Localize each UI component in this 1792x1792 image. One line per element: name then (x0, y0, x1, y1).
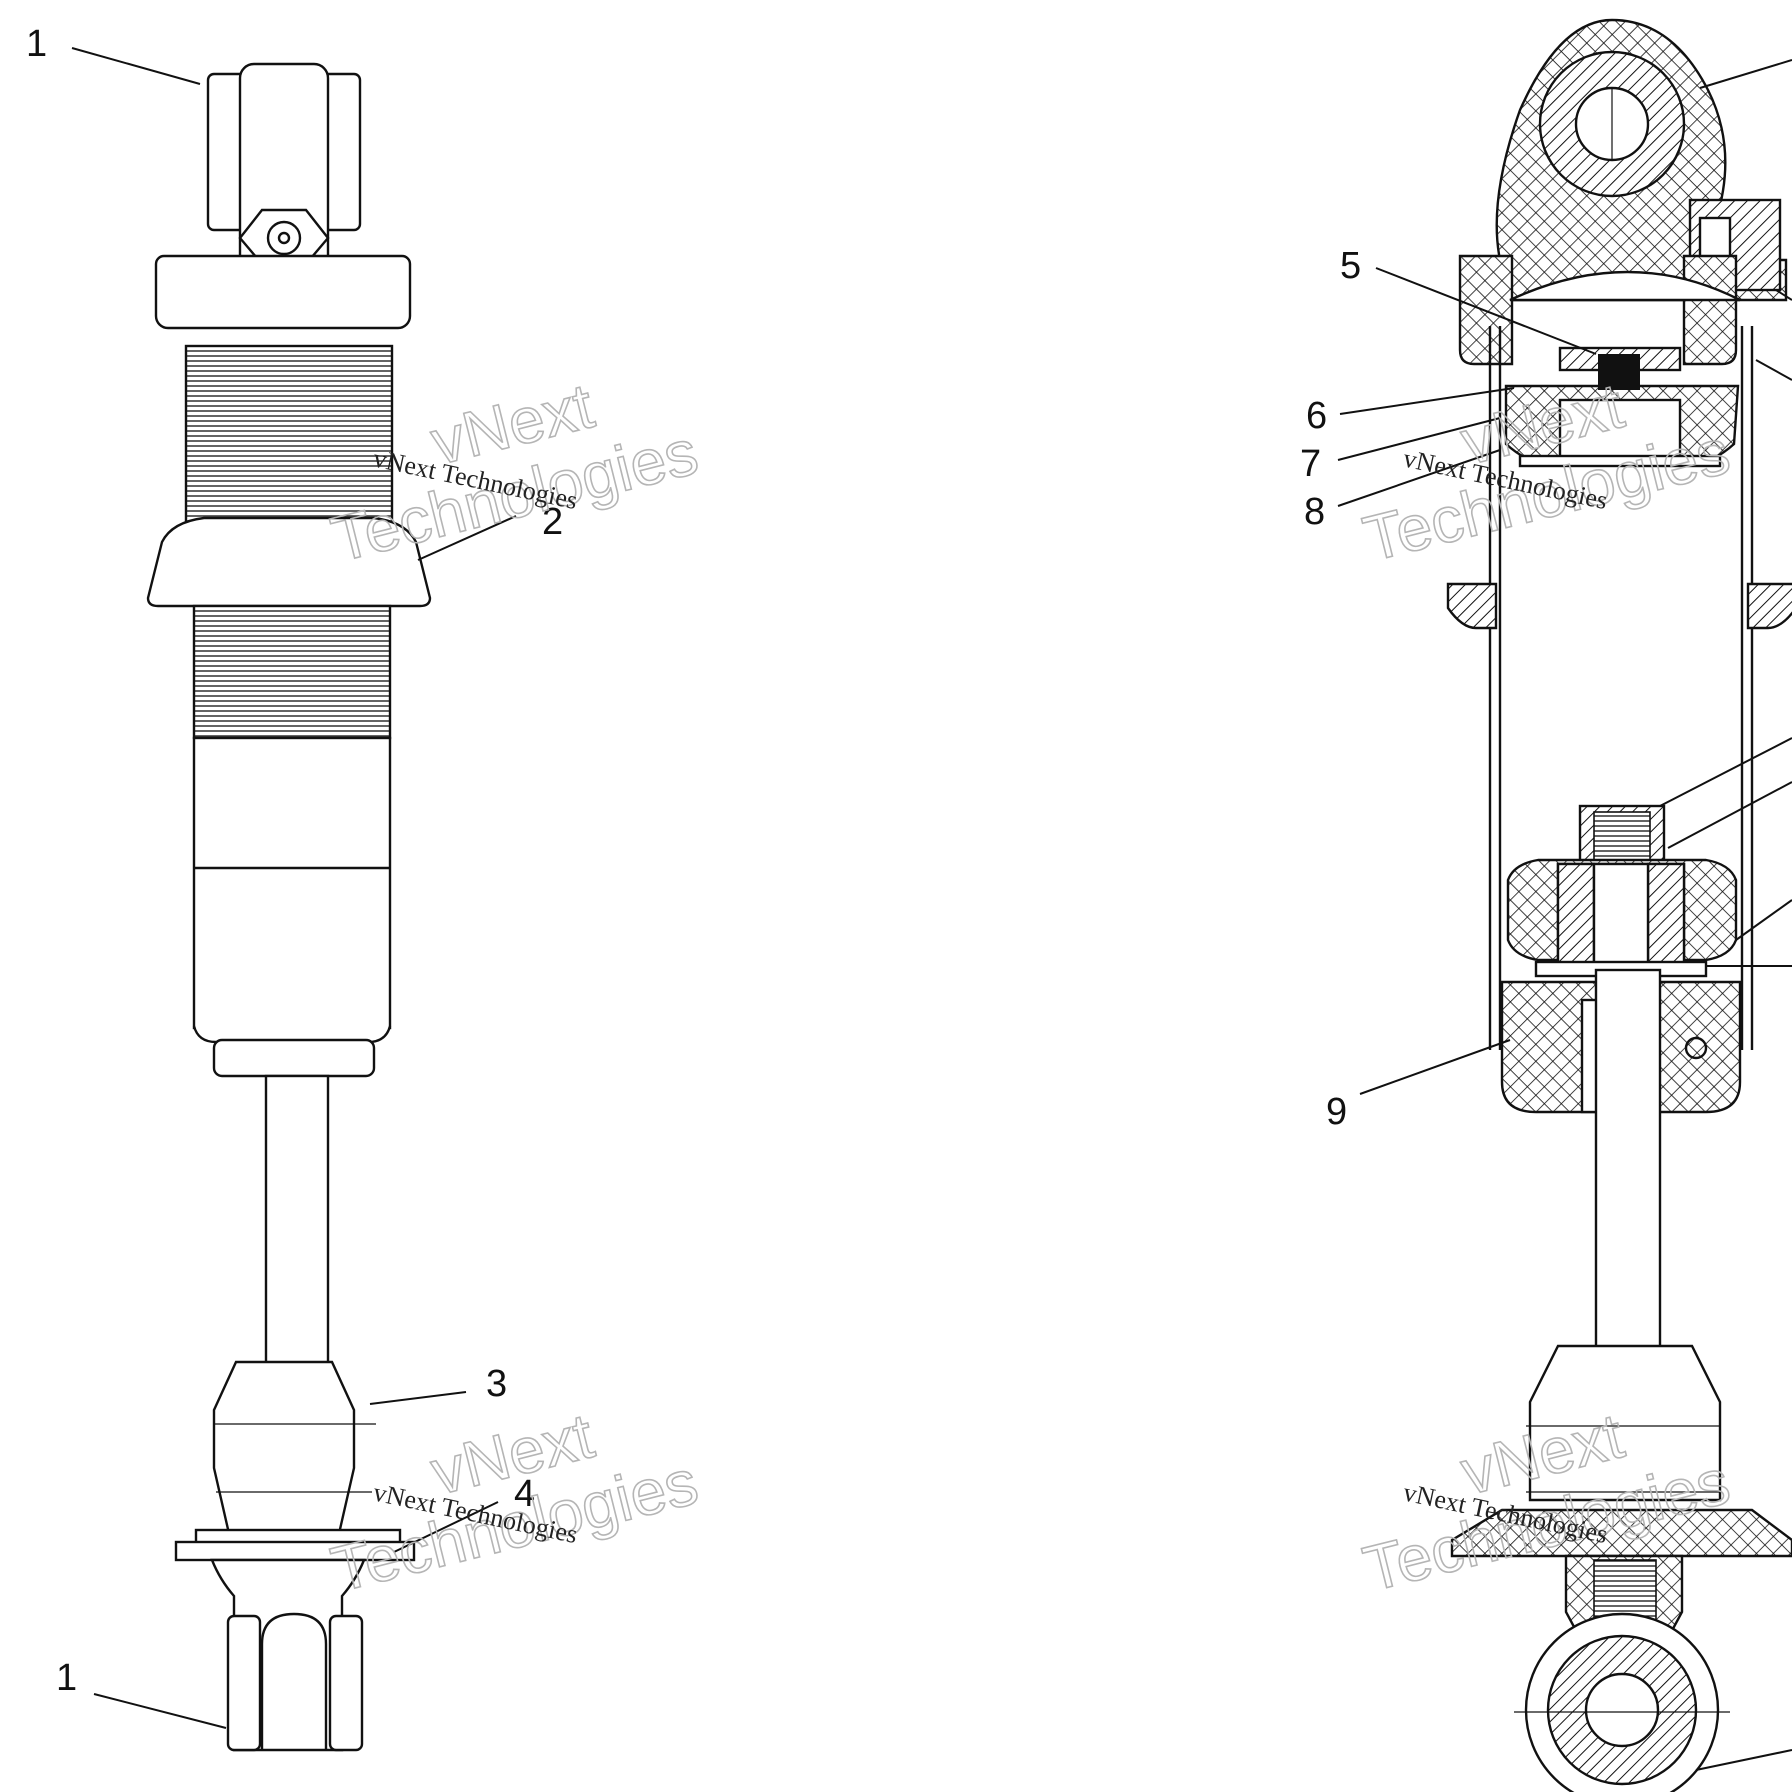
leader-right-b (1755, 359, 1792, 381)
upper-mount (154, 62, 412, 330)
callout-1-bottom: 1 (56, 1657, 77, 1699)
lower-mount (210, 1558, 366, 1752)
leader-2 (417, 515, 517, 561)
leader-9 (1359, 1039, 1511, 1095)
leader-1-top (71, 47, 201, 85)
callout-4: 4 (514, 1473, 535, 1515)
cutaway-lower-eyelet (1514, 1612, 1730, 1792)
leader-3 (369, 1391, 467, 1405)
shock-body-tube (192, 736, 392, 1078)
leader-7 (1337, 417, 1501, 461)
lower-threaded-body (192, 604, 392, 740)
leader-right-top (1699, 59, 1792, 89)
leader-right-e (1735, 899, 1792, 941)
callouts: 1 2 3 4 1 5 6 7 8 9 (26, 23, 1361, 1699)
cutaway-top-eyelet (1495, 18, 1788, 302)
leader-right-a (1775, 289, 1792, 301)
leader-right-g (1695, 1749, 1792, 1771)
callout-3: 3 (486, 1363, 507, 1405)
leader-8 (1337, 449, 1501, 507)
bottom-flange (174, 1528, 416, 1562)
cutaway-shock-view (1446, 18, 1792, 1792)
leader-4 (393, 1501, 499, 1553)
exterior-shock-view (146, 62, 432, 1752)
leader-5 (1375, 267, 1597, 355)
cutaway-shaft (1594, 968, 1662, 1352)
leader-right-d (1667, 781, 1792, 849)
main-piston (1506, 804, 1738, 978)
leader-6 (1339, 387, 1515, 415)
watermarks: vNext Technologies vNext Technologies vN… (324, 368, 1738, 1606)
callout-1-top: 1 (26, 23, 47, 65)
spring-seat (1446, 582, 1792, 630)
watermark-upper-right: vNext Technologies (1356, 368, 1738, 576)
upper-threaded-body (184, 344, 394, 548)
callout-6: 6 (1306, 395, 1327, 437)
callout-9: 9 (1326, 1091, 1347, 1133)
leader-lines (71, 47, 1792, 1771)
spring-adjuster-ring (146, 516, 432, 608)
seal-head (1500, 980, 1742, 1114)
cutaway-bumper (1526, 1344, 1722, 1502)
floating-piston (1504, 346, 1740, 468)
bumper (212, 1360, 376, 1540)
leader-1-bottom (93, 1693, 227, 1729)
callout-5: 5 (1340, 245, 1361, 287)
piston-shaft (264, 1074, 330, 1370)
leader-right-c (1659, 737, 1792, 807)
cutaway-lower-flange (1450, 1508, 1792, 1640)
callout-8: 8 (1304, 491, 1325, 533)
callout-2: 2 (542, 501, 563, 543)
callout-7: 7 (1300, 443, 1321, 485)
